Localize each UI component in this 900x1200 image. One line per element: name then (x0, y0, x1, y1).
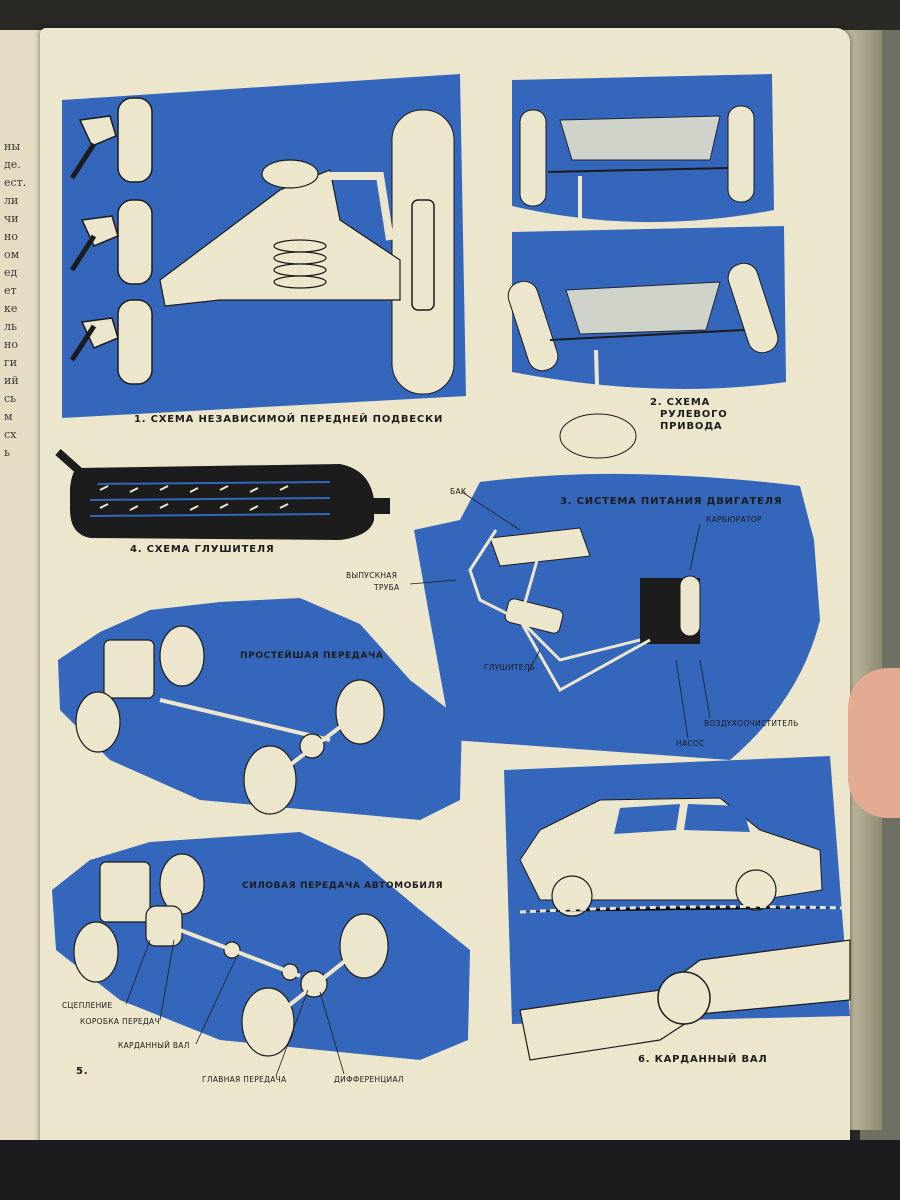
fig4-muffler-illustration (55, 449, 390, 540)
left-page-fragment: ь (4, 446, 10, 459)
fig1-suspension-illustration (62, 74, 466, 418)
left-page-fragment: ет (4, 284, 17, 297)
left-page-fragment: де. (4, 158, 21, 171)
fig3-fuel-system-illustration (414, 473, 820, 760)
left-page-fragment: ги (4, 356, 18, 369)
simple-transmission-illustration (58, 598, 462, 820)
fig4-caption: 4. СХЕМА ГЛУШИТЕЛЯ (130, 544, 274, 555)
thumb (848, 668, 900, 818)
left-page-fragment: но (4, 230, 18, 243)
label-clutch: СЦЕПЛЕНИЕ (62, 1001, 113, 1010)
simple-transmission-title: ПРОСТЕЙШАЯ ПЕРЕДАЧА (240, 649, 383, 661)
label-exhaust-pipe-2: ТРУБА (373, 583, 400, 592)
fig1-caption: 1. СХЕМА НЕЗАВИСИМОЙ ПЕРЕДНЕЙ ПОДВЕСКИ (134, 412, 443, 425)
left-page-fragment: ль (4, 320, 17, 333)
left-page-fragment: ке (4, 302, 18, 315)
left-page-fragment: сх (4, 428, 17, 441)
left-page-fragment: чи (4, 212, 19, 225)
left-page-fragment: ли (4, 194, 19, 207)
label-air-cleaner: ВОЗДУХООЧИСТИТЕЛЬ (704, 719, 799, 728)
label-differential: ДИФФЕРЕНЦИАЛ (334, 1075, 404, 1084)
label-exhaust-pipe-1: ВЫПУСКНАЯ (346, 571, 397, 580)
label-pump: НАСОС (676, 739, 705, 748)
fig2-caption-line2: РУЛЕВОГО (660, 409, 728, 420)
fig5-number: 5. (76, 1066, 88, 1077)
left-page-fragment: ом (4, 248, 20, 261)
label-driveshaft: КАРДАННЫЙ ВАЛ (118, 1041, 190, 1050)
power-transmission-illustration (52, 832, 470, 1060)
fig2-caption-line1: 2. СХЕМА (650, 397, 710, 408)
fig2-caption-line3: ПРИВОДА (660, 421, 722, 432)
left-page-fragment: сь (4, 392, 17, 405)
left-page-fragment: ий (4, 374, 19, 387)
fig6-driveshaft-illustration (504, 756, 851, 1061)
label-carburetor: КАРБЮРАТОР (706, 515, 762, 524)
fabric-bottom (0, 1140, 900, 1200)
left-page-fragment: ест. (4, 176, 27, 189)
left-page (0, 30, 46, 1140)
fig6-caption: 6. КАРДАННЫЙ ВАЛ (638, 1052, 768, 1065)
fig3-caption: 3. СИСТЕМА ПИТАНИЯ ДВИГАТЕЛЯ (560, 496, 782, 507)
label-gearbox: КОРОБКА ПЕРЕДАЧ (80, 1017, 160, 1026)
label-muffler: ГЛУШИТЕЛЬ (484, 663, 535, 672)
left-page-fragment: ны (4, 140, 21, 153)
fig2-steering-illustration (507, 74, 786, 461)
power-transmission-title: СИЛОВАЯ ПЕРЕДАЧА АВТОМОБИЛЯ (242, 881, 443, 891)
left-page-fragment: м (4, 410, 13, 423)
left-page-fragment: но (4, 338, 18, 351)
label-tank: БАК (450, 487, 467, 496)
label-final-drive: ГЛАВНАЯ ПЕРЕДАЧА (202, 1075, 287, 1084)
left-page-fragment: ед (4, 266, 18, 279)
